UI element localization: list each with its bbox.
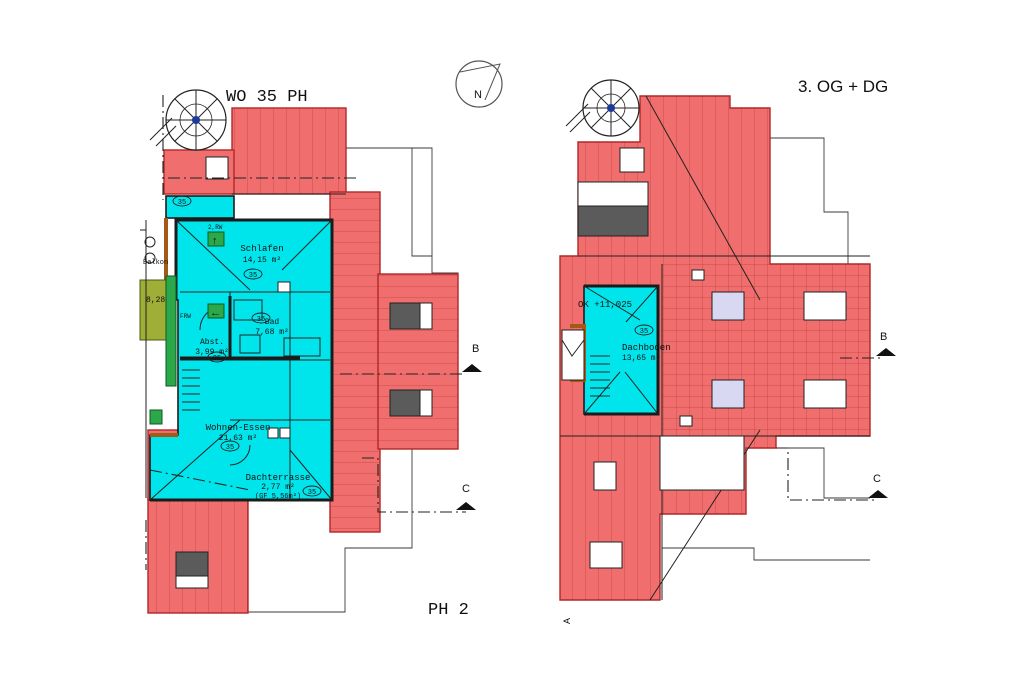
unit-tag: 35 xyxy=(249,272,257,280)
skylight-4 xyxy=(205,156,229,180)
spiral-staircase-left xyxy=(149,89,227,151)
svg-text:↑: ↑ xyxy=(212,235,218,247)
room-area-dachterrasse: 2,77 m² xyxy=(261,483,295,492)
skylight-r3 xyxy=(577,205,649,237)
section-c-label-right: C xyxy=(873,473,881,485)
unit-tag: 35 xyxy=(213,355,221,363)
left-plan: ↑ ← xyxy=(139,60,503,620)
skylight-r2 xyxy=(577,181,649,207)
floor-title: 3. OG + DG xyxy=(798,77,888,96)
room-area-schlafen: 14,15 m² xyxy=(243,256,281,265)
right-plan: B C A 35 OK +11,025 Dachboden 13,65 m² 3… xyxy=(559,77,896,624)
section-b-marker-left xyxy=(462,364,482,372)
unit-tag: 35 xyxy=(226,444,234,452)
room-name-abst: Abst. xyxy=(200,338,224,347)
skylight-r7 xyxy=(803,379,847,409)
section-c-marker-right xyxy=(868,490,888,498)
skylight-r6 xyxy=(803,291,847,321)
section-c-marker-left xyxy=(456,502,476,510)
skylight-r9 xyxy=(589,541,623,569)
room-area-wohnen: 21,63 m² xyxy=(219,434,257,443)
north-arrow: N xyxy=(455,60,503,108)
room-sub-dachterrasse: (GF 5,56m²) xyxy=(255,493,301,501)
storage-room xyxy=(165,195,235,219)
room-name-dachboden: Dachboden xyxy=(622,343,671,353)
stair-hatch-right xyxy=(590,355,610,397)
plan-name: PH 2 xyxy=(428,601,469,620)
side-label-level: 8,28 xyxy=(146,296,165,305)
section-a-label: A xyxy=(562,618,572,624)
green-strip xyxy=(165,275,177,387)
exit-sign-3 xyxy=(149,409,163,425)
north-label: N xyxy=(474,89,482,101)
stair-hatch xyxy=(182,369,200,411)
roof-areas-left xyxy=(147,107,459,614)
unit-tag: 35 xyxy=(178,199,186,207)
spiral-staircase-right xyxy=(565,79,640,137)
unit-tag: 35 xyxy=(308,489,316,497)
apartment-area xyxy=(149,195,334,502)
skylight-r5 xyxy=(711,379,745,409)
level-label: OK +11,025 xyxy=(578,300,632,310)
room-name-wohnen: Wohnen-Essen xyxy=(206,423,271,433)
section-b-marker-right xyxy=(876,348,896,356)
exit-sign-1 xyxy=(207,231,225,247)
room-name-schlafen: Schlafen xyxy=(240,244,283,254)
side-label-rw: 2,RW xyxy=(208,224,223,231)
unit-title: WO 35 PH xyxy=(226,88,308,107)
skylight-r1 xyxy=(619,147,645,173)
unit-tag: 35 xyxy=(257,316,265,324)
room-name-bad: Bad xyxy=(265,318,280,327)
side-label-balkon: Balkon xyxy=(143,259,168,267)
unit-tag: 35 xyxy=(640,328,648,336)
terrace-opening xyxy=(659,435,745,491)
room-area-abst: 3,99 m² xyxy=(195,348,229,357)
side-label-frw: FRW xyxy=(180,313,191,320)
neighbour-outline-right xyxy=(412,147,433,256)
skylight-r4 xyxy=(711,291,745,321)
svg-text:←: ← xyxy=(210,307,221,319)
skylight-r8 xyxy=(593,461,617,491)
section-b-label-left: B xyxy=(472,343,479,355)
exit-sign-2 xyxy=(207,303,225,319)
room-name-dachterrasse: Dachterrasse xyxy=(246,473,311,483)
section-c-label-left: C xyxy=(462,483,470,495)
room-area-dachboden: 13,65 m² xyxy=(622,354,660,363)
section-b-label-right: B xyxy=(880,331,887,343)
room-area-bad: 7,68 m² xyxy=(255,328,289,337)
